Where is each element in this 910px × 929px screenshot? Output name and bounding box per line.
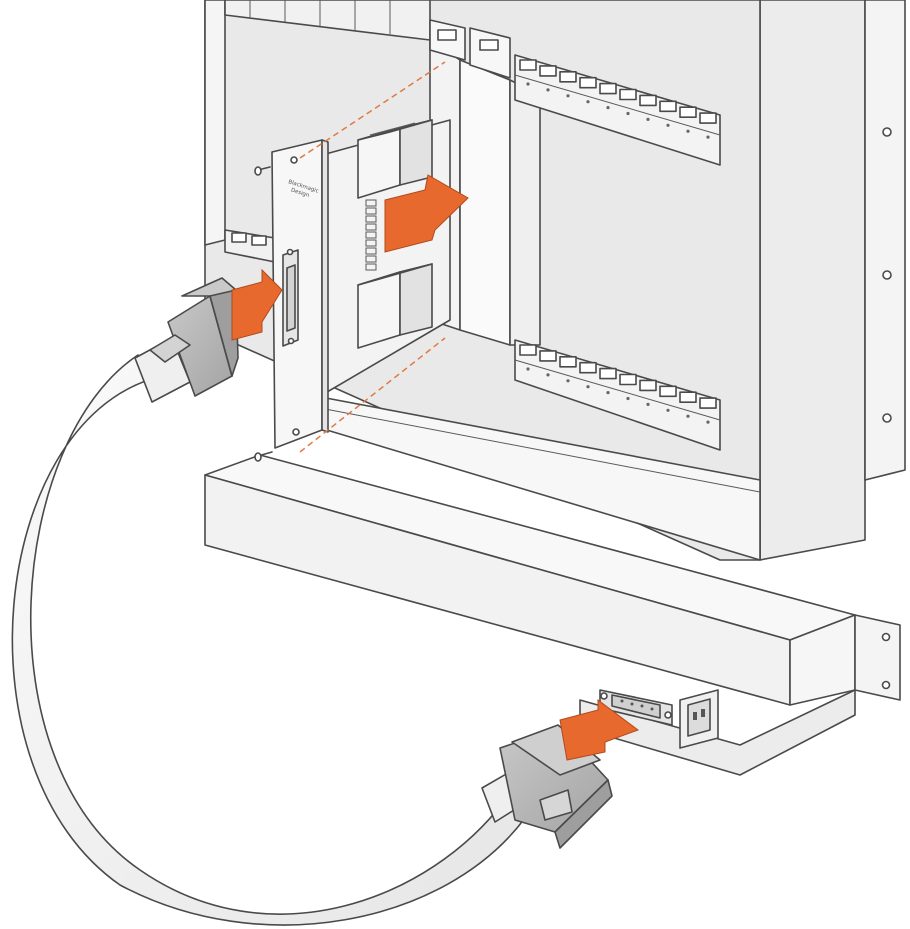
slot-hole bbox=[646, 117, 650, 121]
slot-tooth bbox=[699, 112, 717, 124]
slot-tooth bbox=[619, 373, 637, 386]
guide-line-bottom bbox=[299, 337, 446, 453]
header-pin bbox=[365, 239, 377, 247]
rack-mount-hole-2 bbox=[882, 270, 892, 280]
card-bracket-edge bbox=[321, 139, 329, 433]
header-pin bbox=[365, 199, 377, 207]
chassis-mount-hole-1 bbox=[881, 632, 891, 642]
slot-hole bbox=[706, 420, 710, 424]
rack-mount-hole-1 bbox=[882, 127, 892, 137]
slot-tooth bbox=[599, 82, 617, 95]
slot-hole bbox=[606, 106, 610, 110]
mounting-screw-top bbox=[254, 166, 271, 176]
alignment-guide-lines bbox=[299, 61, 446, 453]
header-pin bbox=[365, 207, 377, 215]
slot-tooth bbox=[539, 65, 557, 77]
header-pin bbox=[365, 247, 377, 255]
rack-left-wall bbox=[204, 0, 226, 246]
upper-card-slots-right bbox=[514, 54, 721, 166]
slot-hole bbox=[686, 414, 690, 418]
arrow-right-icon bbox=[231, 268, 283, 341]
slot-tooth bbox=[539, 350, 557, 362]
bracket-db-connector bbox=[282, 248, 299, 347]
chassis-mount-hole-2 bbox=[881, 680, 891, 690]
slot-tooth bbox=[659, 100, 677, 113]
arrow-right-icon bbox=[384, 174, 469, 253]
bracket-screw-hole-bottom bbox=[292, 428, 300, 436]
slot-hole bbox=[646, 402, 650, 406]
slot-hole bbox=[526, 82, 530, 86]
slot-tooth bbox=[559, 71, 577, 83]
bracket-screw-hole-top bbox=[290, 156, 298, 164]
slot-tooth bbox=[579, 76, 597, 89]
rack-mount-ear bbox=[864, 0, 906, 481]
lower-card-slots-left bbox=[224, 229, 276, 263]
slot-hole bbox=[566, 379, 570, 383]
insert-arrows bbox=[231, 174, 640, 761]
card-guide-top bbox=[429, 19, 511, 79]
slot-divider-panel-3 bbox=[509, 79, 541, 346]
header-pin bbox=[365, 231, 377, 239]
slot-hole bbox=[586, 385, 590, 389]
cable-connector-top bbox=[134, 277, 239, 403]
guide-line-top bbox=[299, 61, 446, 159]
slot-tooth bbox=[639, 379, 657, 392]
interface-card: Blackmagic Design bbox=[271, 119, 451, 449]
slot-hole bbox=[566, 94, 570, 98]
slot-tooth bbox=[659, 385, 677, 398]
slot-hole bbox=[666, 408, 670, 412]
rack-mount-hole-3 bbox=[882, 413, 892, 423]
slot-tooth bbox=[679, 106, 697, 118]
slot-tooth bbox=[679, 391, 697, 404]
slot-hole bbox=[626, 111, 630, 116]
arrow-right-icon bbox=[559, 699, 640, 761]
slot-hole bbox=[586, 100, 590, 104]
slot-hole bbox=[546, 373, 550, 377]
slot-tooth bbox=[619, 88, 637, 101]
card-label-line-2: Design bbox=[290, 187, 310, 199]
lower-card-slots-right bbox=[514, 339, 721, 451]
slot-tooth bbox=[579, 361, 597, 374]
header-pin bbox=[365, 255, 377, 263]
header-pin bbox=[365, 215, 377, 223]
slot-hole bbox=[526, 367, 530, 371]
rack-unit-chassis bbox=[204, 454, 901, 776]
rack-frame bbox=[204, 0, 906, 561]
slot-tooth bbox=[559, 355, 577, 368]
rack-right-wall bbox=[759, 0, 866, 561]
chassis-mount-ear bbox=[854, 614, 901, 701]
slot-tooth bbox=[519, 59, 537, 71]
slot-tooth bbox=[699, 397, 717, 409]
slot-hole bbox=[626, 396, 630, 401]
slot-tooth bbox=[599, 367, 617, 380]
power-socket-icon bbox=[679, 689, 719, 749]
mounting-screw-bottom bbox=[254, 451, 273, 462]
card-header-pins bbox=[365, 199, 377, 271]
slot-hole bbox=[706, 135, 710, 139]
header-pin bbox=[365, 223, 377, 231]
slot-hole bbox=[606, 391, 610, 395]
slot-tooth bbox=[519, 344, 537, 356]
slot-hole bbox=[546, 88, 550, 92]
slot-hole bbox=[666, 123, 670, 127]
slot-hole bbox=[686, 129, 690, 133]
card-bottom-connector bbox=[357, 263, 433, 349]
header-pin bbox=[365, 263, 377, 271]
slot-tooth bbox=[639, 94, 657, 107]
slot-divider-panel-2 bbox=[459, 59, 511, 346]
